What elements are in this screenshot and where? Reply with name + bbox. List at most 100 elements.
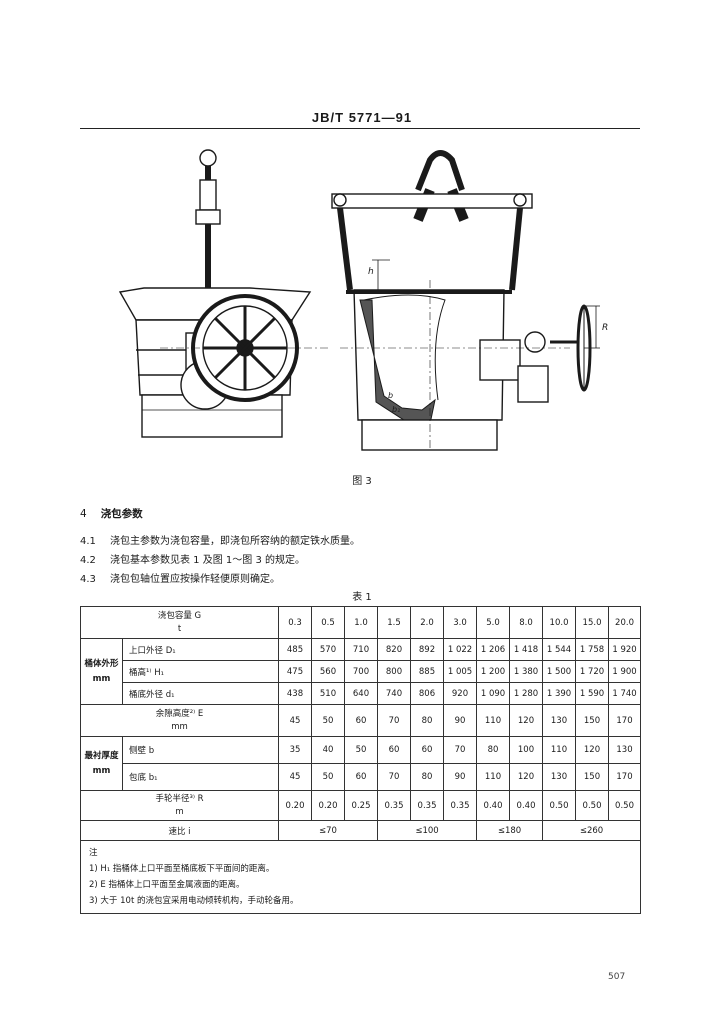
- table-cell: 1 280: [509, 682, 544, 705]
- table-notes: 注 1) H₁ 指桶体上口平面至桶底板下平面间的距离。 2) E 指桶体上口平面…: [79, 840, 642, 914]
- note-item: 1) H₁ 指桶体上口平面至桶底板下平面间的距离。: [89, 864, 275, 874]
- table-cell: 3.0: [443, 606, 478, 639]
- row-label-h1: 桶高¹⁾ H₁: [121, 660, 280, 683]
- table-cell: 1 920: [608, 638, 642, 661]
- row-label-d1-bottom: 桶底外径 d₁: [121, 682, 280, 705]
- table-cell: 0.35: [443, 790, 478, 821]
- ladle-figure-3: h R b b₁: [118, 149, 608, 451]
- table-cell: 150: [575, 763, 610, 791]
- table-cell: 0.50: [575, 790, 610, 821]
- row-label-b: 侧壁 b: [121, 736, 280, 764]
- table-cell: 0.35: [410, 790, 445, 821]
- table-cell: 110: [476, 704, 511, 737]
- table-cell: ≤100: [377, 820, 478, 841]
- dim-label-h: h: [368, 267, 374, 277]
- table-cell: 0.25: [344, 790, 379, 821]
- row-label-i: 速比 i: [79, 820, 280, 841]
- dim-label-r: R: [602, 323, 608, 333]
- table-cell: 820: [377, 638, 412, 661]
- table-cell: 70: [443, 736, 478, 764]
- table-cell: ≤70: [278, 820, 379, 841]
- table-cell: 50: [311, 704, 346, 737]
- table-cell: 0.20: [278, 790, 313, 821]
- table-cell: 885: [410, 660, 445, 683]
- table-cell: 510: [311, 682, 346, 705]
- table-cell: 475: [278, 660, 313, 683]
- table-cell: 170: [608, 704, 642, 737]
- table-cell: 5.0: [476, 606, 511, 639]
- table-cell: ≤260: [542, 820, 642, 841]
- table-title: 表 1: [352, 592, 372, 603]
- table-cell: 110: [476, 763, 511, 791]
- dim-label-b1: b₁: [392, 405, 400, 414]
- table-cell: 0.50: [608, 790, 642, 821]
- header-rule: [80, 128, 640, 129]
- table-cell: 90: [443, 704, 478, 737]
- table-cell: 0.50: [542, 790, 577, 821]
- table-cell: 50: [311, 763, 346, 791]
- table-cell: 1 720: [575, 660, 610, 683]
- table-cell: 170: [608, 763, 642, 791]
- note-item: 2) E 指桶体上口平面至金属液面的距离。: [89, 880, 245, 890]
- table-cell: 10.0: [542, 606, 577, 639]
- table-cell: 1 380: [509, 660, 544, 683]
- table-cell: 60: [377, 736, 412, 764]
- table-cell: 0.20: [311, 790, 346, 821]
- table-cell: 130: [542, 704, 577, 737]
- table-row: 桶高¹⁾ H₁ 475 560 700 800 885 1 005 1 200 …: [81, 660, 642, 683]
- ladle-section-view: [331, 150, 600, 451]
- table-cell: 50: [344, 736, 379, 764]
- table-cell: 100: [509, 736, 544, 764]
- table-cell: 920: [443, 682, 478, 705]
- table-cell: 0.3: [278, 606, 313, 639]
- row-label-d1-upper: 上口外径 D₁: [121, 638, 280, 661]
- table-cell: ≤180: [476, 820, 544, 841]
- table-cell: 80: [410, 704, 445, 737]
- table-cell: 2.0: [410, 606, 445, 639]
- group-outline-label: 桶体外形 mm: [80, 638, 123, 705]
- table-cell: 1 022: [443, 638, 478, 661]
- table-cell: 1.5: [377, 606, 412, 639]
- table-cell: 438: [278, 682, 313, 705]
- table-cell: 1 740: [608, 682, 642, 705]
- ladle-front-view: [118, 149, 330, 438]
- table-cell: 60: [344, 704, 379, 737]
- page-number: 507: [608, 972, 626, 982]
- table-cell: 90: [443, 763, 478, 791]
- table-cell: 1 390: [542, 682, 577, 705]
- table-cell: 80: [410, 763, 445, 791]
- table-row: 桶底外径 d₁ 438 510 640 740 806 920 1 090 1 …: [81, 682, 642, 705]
- table-cell: 8.0: [509, 606, 544, 639]
- note-item: 3) 大于 10t 的浇包宜采用电动倾转机构，手动轮备用。: [89, 896, 299, 906]
- table-row: 桶体外形 mm 上口外径 D₁ 485 570 710 820 892 1 02…: [80, 638, 642, 705]
- table-cell: 1 544: [542, 638, 577, 661]
- table-cell: 1 418: [509, 638, 544, 661]
- table-cell: 15.0: [575, 606, 610, 639]
- table-cell: 1 590: [575, 682, 610, 705]
- table-cell: 1 758: [575, 638, 610, 661]
- table-cell: 0.40: [509, 790, 544, 821]
- table-cell: 0.5: [311, 606, 346, 639]
- section-title-text: 浇包参数: [100, 508, 143, 520]
- table-row: 最衬厚度 mm 侧壁 b 35 40 50 60 60 70 80 100 11…: [80, 736, 642, 791]
- figure-caption: 图 3: [352, 476, 372, 487]
- table-cell: 1.0: [344, 606, 379, 639]
- dim-label-b: b: [388, 391, 393, 400]
- table-cell: 700: [344, 660, 379, 683]
- table-cell: 710: [344, 638, 379, 661]
- table-cell: 892: [410, 638, 445, 661]
- table-cell: 1 200: [476, 660, 511, 683]
- table-cell: 70: [377, 763, 412, 791]
- table-cell: 150: [575, 704, 610, 737]
- table-cell: 485: [278, 638, 313, 661]
